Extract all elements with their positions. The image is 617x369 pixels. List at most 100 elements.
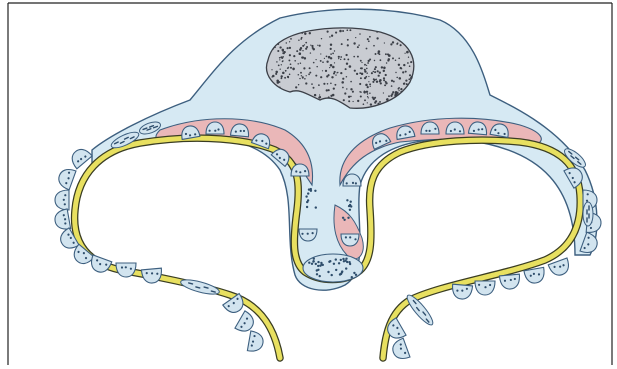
nucleus-stipple-dot [334, 84, 336, 86]
nucleus-stipple-dot [308, 73, 310, 75]
central-cell-body [303, 254, 363, 282]
nucleus-stipple-dot [404, 53, 405, 54]
nucleus-stipple-dot [304, 44, 305, 45]
nucleus-stipple-dot [287, 76, 289, 78]
nucleus-stipple-dot [301, 32, 303, 34]
nucleus-stipple-dot [346, 76, 348, 78]
cell-body [55, 190, 69, 210]
nucleus-stipple-dot [360, 95, 362, 97]
nucleus-stipple-dot [338, 56, 340, 58]
nucleus-stipple-dot [344, 92, 346, 94]
endothelial-cell-nodule [88, 255, 112, 275]
cluster-dot [305, 195, 307, 197]
nucleus-stipple-dot [309, 72, 311, 74]
nucleus-stipple-dot [376, 37, 378, 39]
cell-nucleus-dot [345, 236, 347, 238]
nucleus-stipple-dot [322, 61, 324, 63]
nucleus-stipple-dot [289, 54, 291, 56]
nucleus-stipple-dot [279, 86, 281, 88]
nucleus-stipple-dot [347, 39, 349, 41]
nucleus-stipple-dot [313, 48, 315, 50]
nucleus-stipple-dot [403, 83, 405, 85]
nucleus-stipple-dot [347, 58, 349, 60]
cell-nucleus-dot [425, 130, 427, 132]
endothelial-cell-nodule [451, 284, 472, 300]
nucleus-stipple-dot [395, 60, 397, 62]
nucleus-stipple-dot [346, 29, 348, 31]
cell-nucleus-dot [586, 200, 588, 202]
nucleus-stipple-dot [281, 64, 282, 65]
cluster-dot [333, 263, 335, 265]
nucleus-stipple-dot [298, 84, 299, 85]
nucleus-stipple-dot [304, 32, 306, 34]
nucleus-stipple-dot [398, 64, 400, 66]
nucleus-stipple-dot [364, 64, 366, 66]
nucleus-stipple-dot [290, 63, 292, 65]
nucleus-stipple-dot [302, 50, 303, 51]
nucleus-stipple-dot [395, 72, 396, 73]
nucleus-stipple-dot [380, 82, 382, 84]
nucleus-stipple-dot [332, 53, 334, 55]
nucleus-stipple-dot [293, 55, 295, 57]
cluster-dot [312, 260, 314, 262]
nucleus-stipple-dot [330, 53, 332, 55]
nucleus-stipple-dot [287, 67, 289, 69]
nucleus-stipple-dot [371, 72, 373, 74]
nucleus-stipple-dot [320, 76, 322, 78]
nucleus-stipple-dot [310, 44, 311, 45]
nucleus-stipple-dot [366, 72, 368, 74]
endothelial-cell-nodule [421, 122, 439, 134]
cell-nucleus-dot [450, 130, 452, 132]
nucleus-stipple-dot [343, 99, 345, 101]
nucleus-stipple-dot [300, 72, 302, 74]
nucleus-stipple-dot [370, 86, 371, 87]
nucleus-stipple-dot [366, 68, 368, 70]
nucleus-stipple-dot [409, 65, 411, 67]
cell-nucleus-dot [217, 128, 219, 130]
nucleus-stipple-dot [328, 89, 330, 91]
cluster-dot [338, 262, 340, 264]
cluster-dot [307, 192, 309, 194]
nucleus-stipple-dot [406, 51, 409, 54]
nucleus-stipple-dot [400, 67, 402, 69]
nucleus-stipple-dot [380, 59, 382, 61]
nucleus-stipple-dot [367, 96, 368, 97]
cell-body [499, 274, 520, 290]
nucleus-stipple-dot [288, 59, 290, 61]
cluster-dot [335, 269, 337, 271]
nucleus-stipple-dot [379, 101, 381, 103]
nucleus-stipple-dot [327, 83, 329, 85]
nucleus-stipple-dot [330, 64, 333, 67]
endothelial-cell-nodule [524, 267, 546, 284]
nucleus-stipple-dot [386, 98, 388, 100]
nucleus-stipple-dot [324, 58, 325, 59]
nucleus-stipple-dot [298, 74, 300, 76]
nucleus-stipple-dot [342, 78, 344, 80]
nucleus-stipple-dot [375, 66, 377, 68]
nucleus-stipple-dot [378, 75, 380, 77]
cell-nucleus-dot [121, 266, 123, 268]
endothelial-cell-nodule [68, 145, 92, 169]
cell-nucleus-dot [354, 238, 356, 240]
cluster-dot [350, 205, 352, 207]
nucleus-stipple-dot [344, 58, 346, 60]
nucleus-stipple-dot [317, 45, 318, 46]
nucleus-stipple-dot [342, 87, 344, 89]
nucleus-stipple-dot [368, 40, 370, 42]
cluster-dot [313, 258, 315, 260]
nucleus-stipple-dot [385, 74, 387, 76]
nucleus-stipple-dot [301, 37, 303, 39]
endothelial-cell-nodule [247, 331, 264, 353]
nucleus-stipple-dot [339, 30, 342, 33]
nucleus-stipple-dot [354, 70, 356, 72]
nucleus-stipple-dot [368, 97, 369, 98]
cell-nucleus-dot [295, 170, 297, 172]
nucleus-stipple-dot [383, 77, 385, 79]
nucleus-stipple-dot [279, 46, 281, 48]
nucleus-stipple-dot [342, 30, 344, 32]
nucleus-stipple-dot [391, 80, 393, 82]
nucleus-stipple-dot [396, 43, 398, 45]
nucleus-stipple-dot [411, 76, 413, 78]
nucleus-stipple-dot [383, 92, 384, 93]
cell-nucleus-dot [478, 284, 480, 286]
